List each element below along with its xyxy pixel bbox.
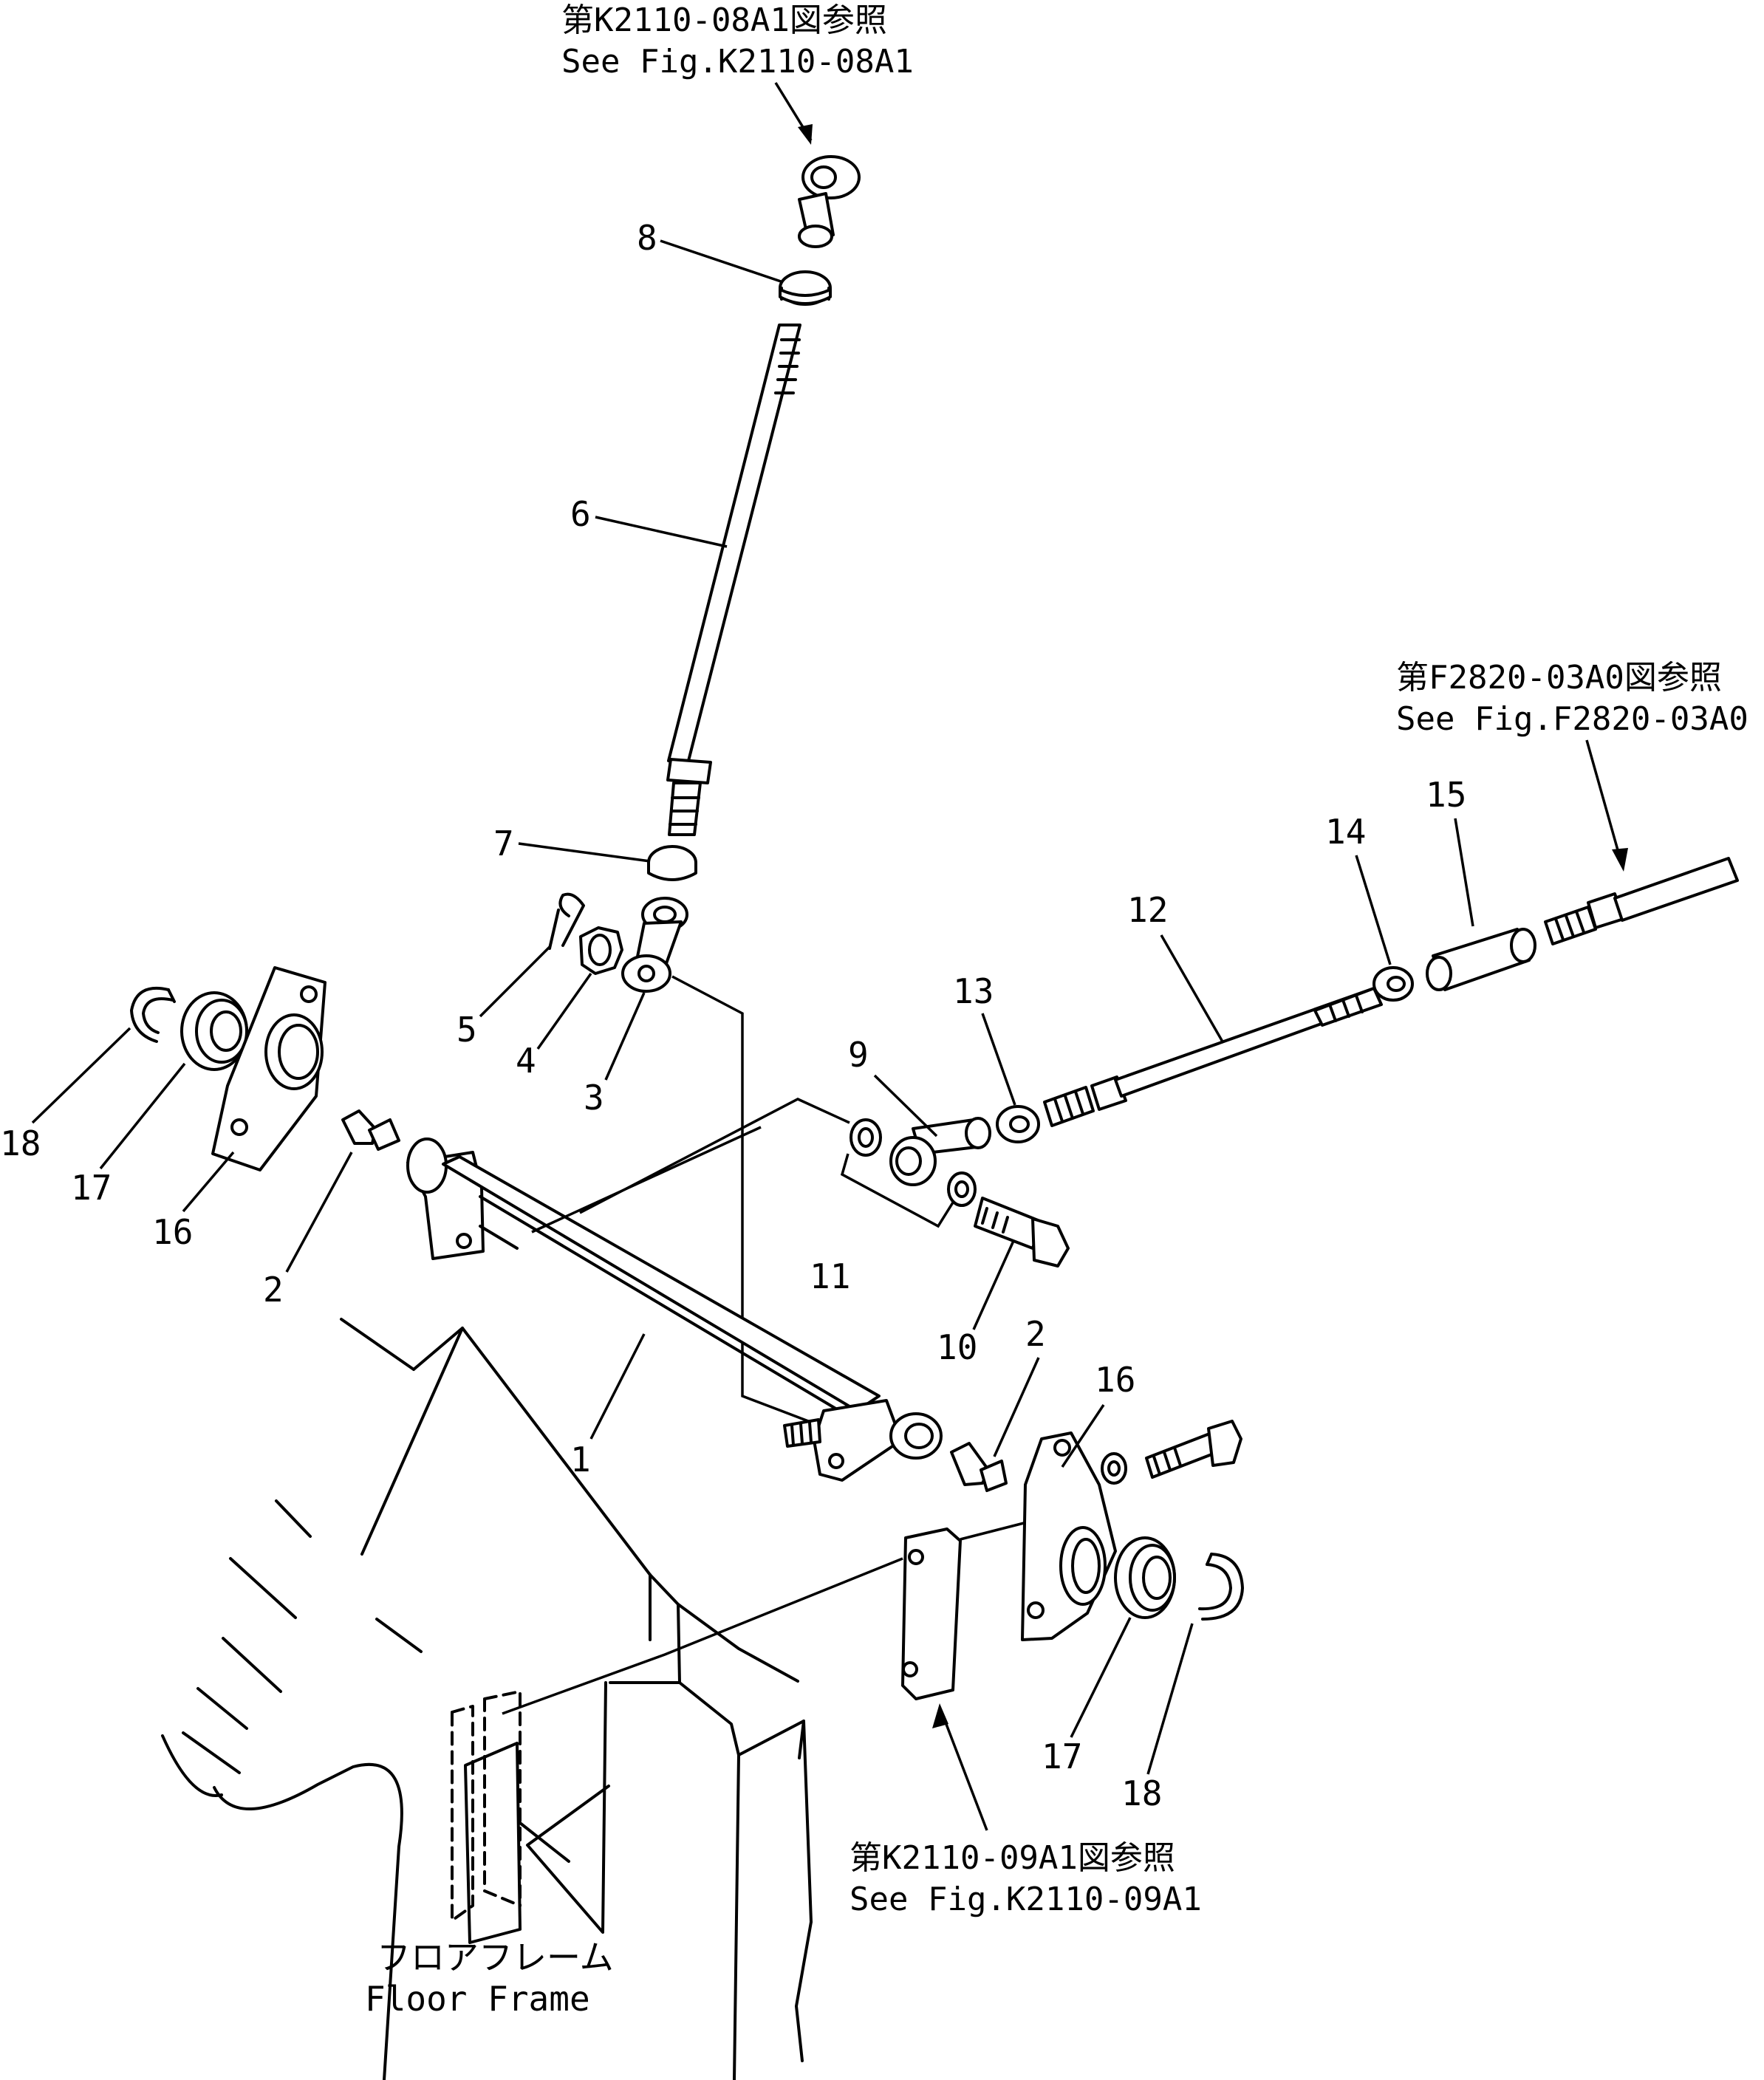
part-number-6: 6 [570, 494, 591, 534]
part-number-3: 3 [584, 1078, 604, 1118]
snap-ring-18-left [130, 986, 176, 1043]
top-reference-jp: 第K2110-08A1図参照 [561, 1, 887, 39]
part-number-16-right: 16 [1095, 1360, 1135, 1400]
part-number-15: 15 [1426, 775, 1466, 815]
bottom-reference: 第K2110-09A1図参照 See Fig.K2110-09A1 [849, 1703, 1202, 1918]
washer-11-top [849, 1118, 882, 1157]
bearing-17-left [180, 991, 248, 1071]
rod-12 [1043, 987, 1383, 1127]
right-reference: 第F2820-03A0図参照 See Fig.F2820-03A0 [1396, 659, 1748, 872]
part-number-5: 5 [457, 1010, 477, 1050]
part-number-14: 14 [1325, 812, 1366, 852]
part-number-2-left: 2 [263, 1270, 284, 1310]
part-number-18-left: 18 [0, 1123, 41, 1163]
part-number-18-right: 18 [1121, 1773, 1162, 1813]
right-reference-arrow [1585, 739, 1624, 866]
bottom-reference-arrowhead [932, 1703, 948, 1728]
bottom-reference-arrow [940, 1710, 988, 1831]
nut-7 [647, 845, 697, 881]
floor-frame-en: Floor Frame [365, 1979, 590, 2019]
bracket-16-right [1021, 1431, 1117, 1641]
part-number-1: 1 [570, 1440, 591, 1479]
rod-6 [666, 270, 832, 836]
lower-guide-line [531, 1126, 762, 1234]
sleeve-15 [1426, 928, 1536, 991]
floor-frame-jp: フロアフレーム [377, 1937, 614, 1977]
part-number-4: 4 [516, 1041, 536, 1081]
snap-ring-18-right [1198, 1553, 1244, 1621]
upper-guide-line [579, 1098, 850, 1214]
bolt-right [1145, 1420, 1242, 1479]
nut-14 [1372, 966, 1414, 1002]
right-reference-en: See Fig.F2820-03A0 [1396, 700, 1748, 738]
floor-frame [161, 1318, 813, 2080]
part-number-9: 9 [848, 1035, 869, 1075]
cotter-pin-5 [548, 892, 585, 950]
bearing-17-right [1114, 1536, 1176, 1619]
washer-group-bracket [840, 1153, 954, 1228]
grease-fitting-2-left [341, 1109, 400, 1151]
part-number-7: 7 [493, 824, 514, 863]
top-reference-arrowhead [798, 124, 813, 145]
part-number-2-right: 2 [1025, 1314, 1046, 1354]
bracket-16-left [211, 966, 327, 1171]
part-number-17-left: 17 [71, 1168, 112, 1208]
part-number-16-left: 16 [152, 1212, 193, 1252]
part-number-17-right: 17 [1042, 1737, 1082, 1776]
part-number-11: 11 [810, 1256, 850, 1296]
nut-13 [996, 1105, 1040, 1143]
part-number-12: 12 [1127, 890, 1168, 930]
shaft-1 [406, 1138, 943, 1482]
bolt-10 [974, 1197, 1070, 1268]
right-reference-jp: 第F2820-03A0図参照 [1396, 659, 1722, 697]
washer-right [1101, 1452, 1127, 1485]
upper-ball-joint [798, 155, 861, 248]
link-line [671, 975, 821, 1427]
part-number-13: 13 [953, 971, 994, 1011]
rod-end-3 [621, 897, 688, 993]
top-reference-en: See Fig.K2110-08A1 [561, 43, 914, 81]
bottom-reference-en: See Fig.K2110-09A1 [849, 1881, 1202, 1918]
rod-end-9 [889, 1117, 991, 1186]
nut-4 [579, 926, 623, 975]
part-number-10: 10 [937, 1327, 977, 1367]
part-number-8: 8 [637, 218, 657, 258]
part-labels: 8 6 7 5 4 3 18 17 16 2 1 9 13 11 10 12 1… [0, 218, 1474, 1813]
washer-11-bottom [947, 1171, 977, 1207]
block-leader [502, 1557, 903, 1715]
right-reference-arrowhead [1612, 848, 1628, 872]
link-block [901, 1528, 962, 1700]
cable-end [1544, 857, 1739, 945]
grease-fitting-2-right [950, 1442, 1008, 1492]
top-reference: 第K2110-08A1図参照 See Fig.K2110-08A1 [561, 1, 914, 145]
bottom-reference-jp: 第K2110-09A1図参照 [849, 1839, 1175, 1877]
block-to-bracket-line [960, 1522, 1025, 1541]
